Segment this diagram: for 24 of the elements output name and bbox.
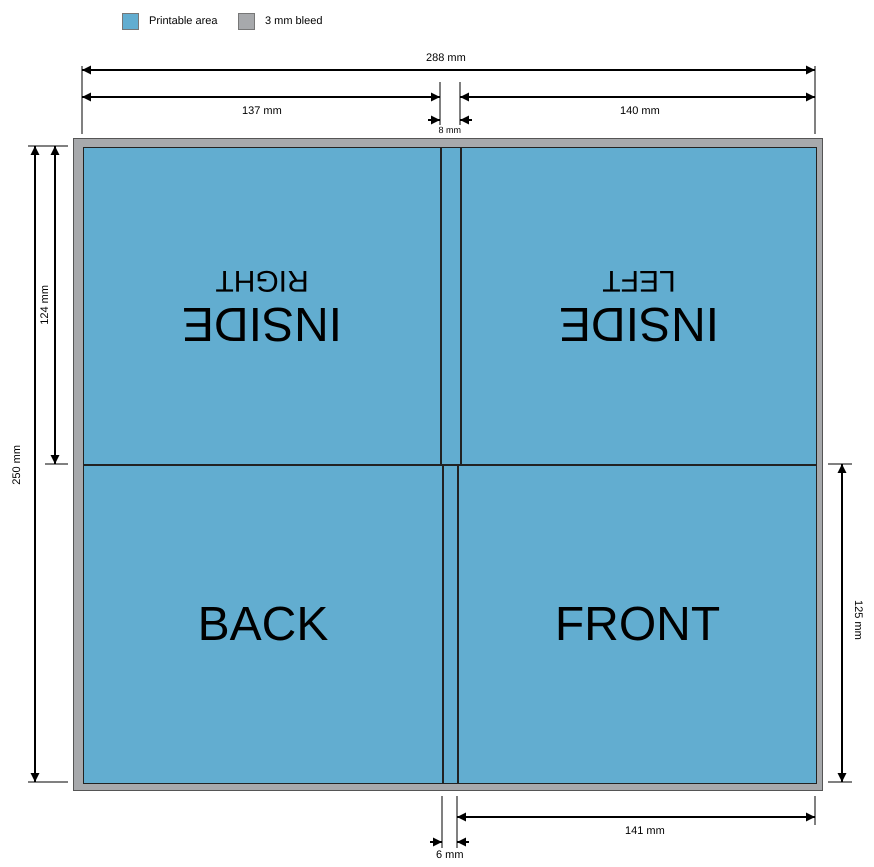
legend-label: 3 mm bleed (265, 16, 322, 27)
panel (461, 147, 817, 465)
spine-strip (441, 147, 461, 465)
panel-title: FRONT (554, 600, 720, 648)
dimension-label: 137 mm (242, 106, 282, 117)
panel-title: INSIDE (182, 299, 342, 347)
dimension-label: 125 mm (852, 600, 863, 640)
panel-subtitle: RIGHT (215, 265, 309, 295)
panel (458, 465, 817, 784)
panel (83, 465, 443, 784)
panel-title: BACK (198, 600, 328, 648)
panel (83, 147, 441, 465)
dimension-label: 6 mm (436, 850, 464, 861)
dimension-label: 124 mm (40, 285, 51, 325)
panel-subtitle: LEFT (602, 265, 676, 295)
dimension-label: 140 mm (620, 106, 660, 117)
dimension-label: 141 mm (625, 826, 665, 837)
bleed-area (73, 138, 823, 791)
spine-strip (443, 465, 458, 784)
dimension-label: 288 mm (426, 53, 466, 64)
dimension-label: 250 mm (12, 445, 23, 485)
legend-label: Printable area (149, 16, 218, 27)
dimension-label: 8 mm (438, 126, 461, 135)
panel-title: INSIDE (558, 299, 720, 347)
